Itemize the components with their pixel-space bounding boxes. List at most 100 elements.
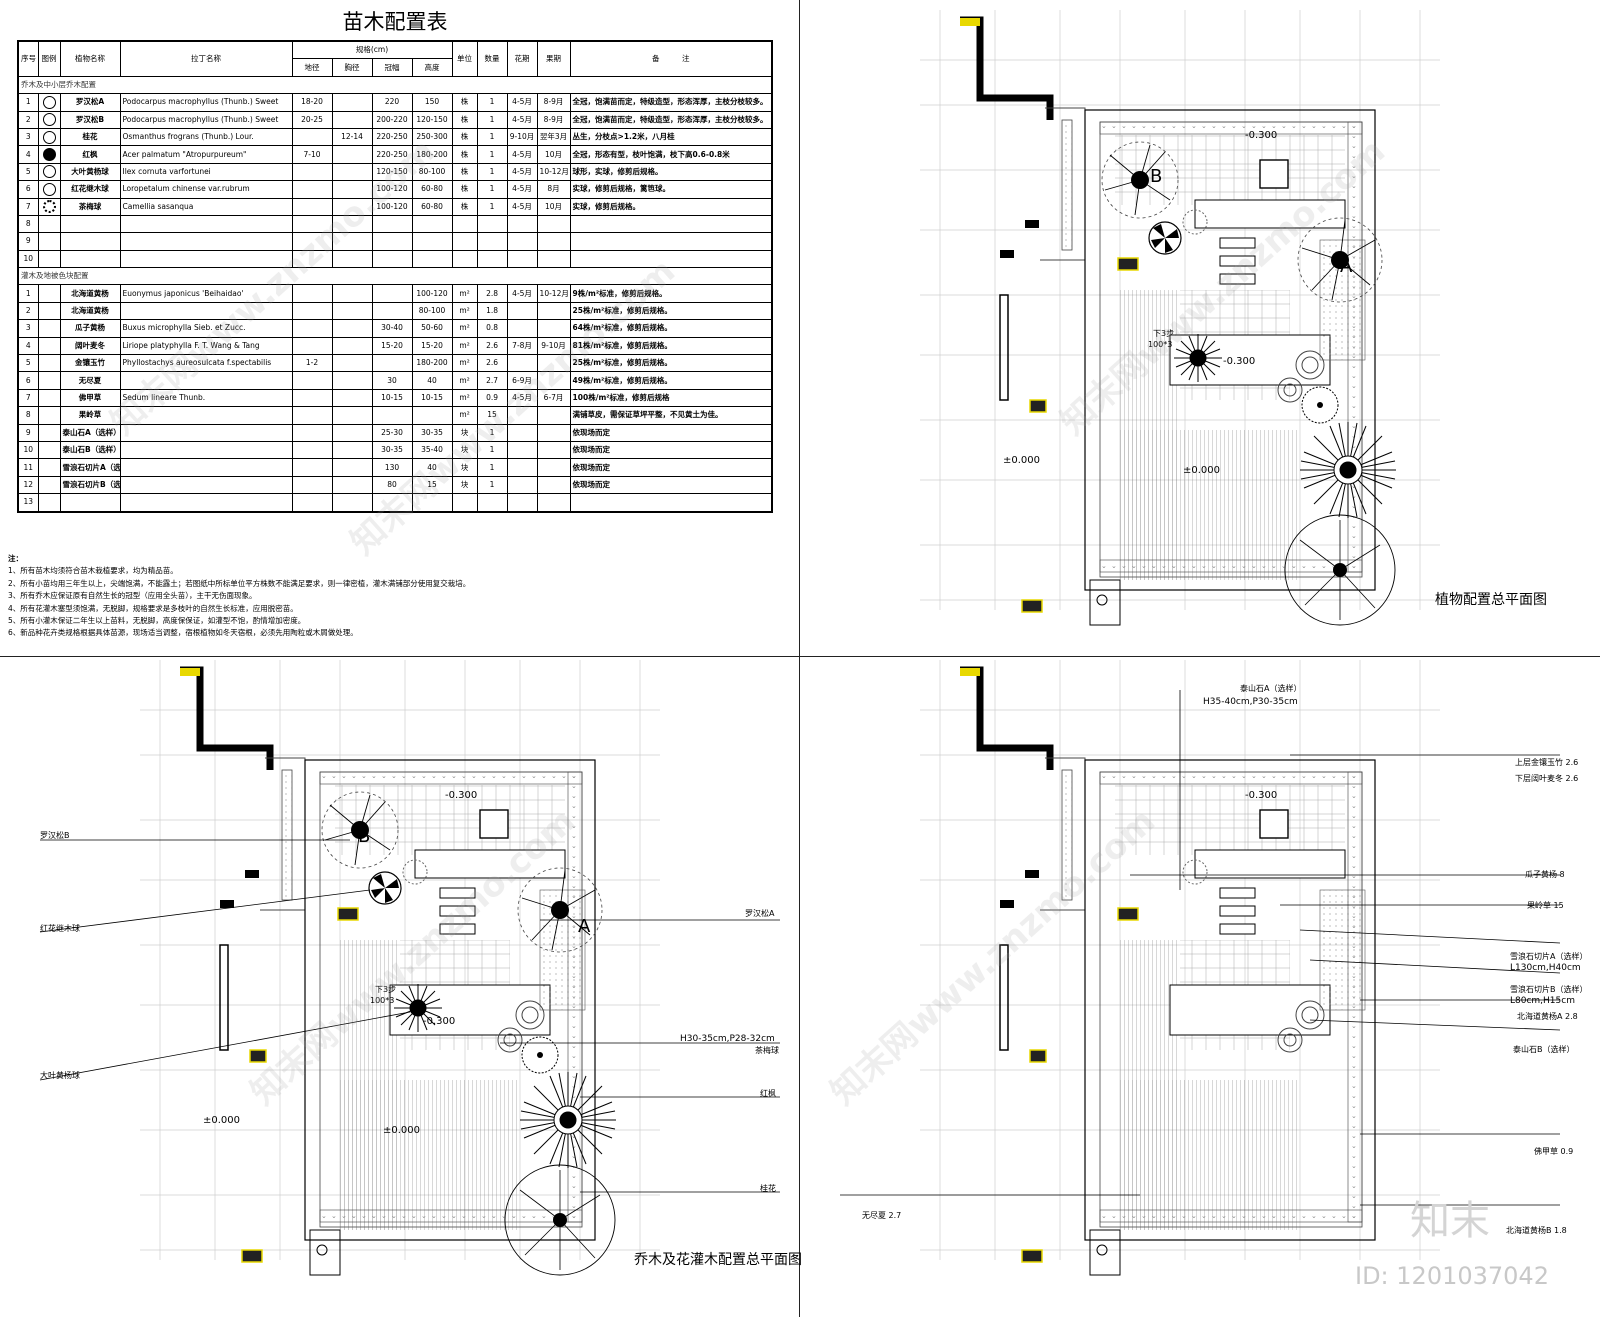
schedule-cell (476, 214, 508, 234)
note-line: 4、所有花灌木塞型须饱满，无脱脚，规格要求是多枝叶的自然生长标准，应用脱密苗。 (8, 603, 298, 613)
schedule-cell: 220 (371, 93, 413, 112)
schedule-cell: 乔木及中小层乔木配置 (18, 75, 772, 95)
schedule-cell (371, 232, 413, 251)
schedule-cell: 植物名称 (59, 40, 121, 77)
schedule-cell (536, 423, 571, 442)
schedule-cell (331, 354, 373, 373)
schedule-cell (536, 301, 571, 321)
schedule-cell (506, 475, 538, 495)
schedule-cell: 40 (411, 371, 453, 390)
callout-luohansong-a: 罗汉松A (745, 909, 775, 918)
schedule-cell (37, 301, 61, 321)
schedule-cell (536, 249, 571, 269)
schedule-cell (331, 336, 373, 356)
schedule-cell (119, 475, 293, 495)
schedule-cell (291, 475, 333, 495)
schedule-cell (37, 249, 61, 269)
schedule-cell (506, 440, 538, 460)
schedule-cell: 桂花 (59, 127, 121, 147)
schedule-cell (451, 249, 478, 269)
schedule-cell: 序号 (17, 40, 39, 77)
schedule-cell: 200-220 (371, 110, 413, 129)
schedule-cell: 大叶黄杨球 (59, 162, 121, 182)
schedule-cell (37, 371, 61, 390)
plan3-top-callout-name: 泰山石A（选样） (1240, 684, 1302, 693)
schedule-cell (506, 458, 538, 477)
schedule-cell: Ilex cornuta varfortunei (119, 162, 293, 182)
callout-spec: H30-35cm,P28-32cm (680, 1034, 775, 1044)
schedule-cell: 阔叶麦冬 (59, 336, 121, 356)
schedule-cell: m² (451, 301, 478, 321)
plant-legend-icon (42, 95, 56, 109)
schedule-cell: 罗汉松B (59, 110, 121, 129)
schedule-cell: 无尽夏 (59, 371, 121, 390)
schedule-cell (37, 232, 61, 251)
schedule-cell: 冠幅 (371, 58, 413, 77)
schedule-cell: 数量 (476, 40, 508, 77)
schedule-cell: 7 (17, 197, 39, 216)
schedule-cell (411, 406, 453, 425)
schedule-cell: 金镶玉竹 (59, 354, 121, 373)
schedule-cell (331, 145, 373, 164)
schedule-cell: 30-40 (371, 319, 413, 338)
schedule-cell (451, 232, 478, 251)
schedule-cell: 依现场而定 (569, 423, 773, 442)
schedule-cell: 泰山石B（选样） (59, 440, 121, 460)
schedule-cell (37, 493, 61, 513)
schedule-cell (37, 406, 61, 425)
schedule-cell (291, 493, 333, 513)
schedule-cell: 1 (17, 284, 39, 303)
schedule-cell (37, 284, 61, 303)
schedule-cell (331, 406, 373, 425)
schedule-cell: Podocarpus macrophyllus (Thunb.) Sweet (119, 93, 293, 112)
callout-guolingcao: 果岭草 15 (1527, 901, 1564, 910)
schedule-cell (37, 440, 61, 460)
schedule-cell: m² (451, 284, 478, 303)
callout-beihaidao-a: 北海道黄杨A 2.8 (1517, 1012, 1578, 1021)
schedule-cell (569, 493, 773, 513)
schedule-cell (411, 249, 453, 269)
plan2-level-4: ±0.000 (383, 1125, 421, 1136)
schedule-cell (371, 354, 413, 373)
schedule-cell: 红枫 (59, 145, 121, 164)
schedule-cell: 4-5月 (506, 180, 538, 199)
schedule-cell: 4-5月 (506, 110, 538, 129)
schedule-title: 苗木配置表 (342, 10, 448, 34)
schedule-cell: Camellia sasanqua (119, 197, 293, 216)
schedule-cell: 茶梅球 (59, 197, 121, 216)
schedule-cell (59, 493, 121, 513)
schedule-cell (331, 458, 373, 477)
schedule-cell (331, 110, 373, 129)
schedule-cell (119, 232, 293, 251)
schedule-cell (451, 214, 478, 234)
schedule-cell: 30-35 (371, 440, 413, 460)
schedule-cell: 9 (17, 423, 39, 442)
schedule-cell (291, 180, 333, 199)
schedule-cell (476, 493, 508, 513)
note-line: 6、新品种花卉类规格根据具体苗源，现场适当调整，宿根植物如冬天宿根，必须先用陶粒… (8, 628, 358, 638)
schedule-cell: 株 (451, 162, 478, 182)
schedule-row: 9 (17, 232, 773, 251)
callout-chamei: 茶梅球 (755, 1046, 779, 1055)
schedule-cell (119, 440, 293, 460)
horizontal-divider (0, 656, 1600, 657)
schedule-cell: 株 (451, 93, 478, 112)
schedule-cell (59, 232, 121, 251)
plan2-label-a: A (578, 916, 591, 937)
schedule-cell: m² (451, 319, 478, 338)
schedule-cell: 15 (411, 475, 453, 495)
schedule-cell: m² (451, 371, 478, 390)
schedule-cell: 1 (476, 145, 508, 164)
schedule-cell (291, 319, 333, 338)
schedule-cell: Loropetalum chinense var.rubrum (119, 180, 293, 199)
schedule-cell: 2 (17, 110, 39, 129)
plan2-caption: 乔木及花灌木配置总平面图 (634, 1252, 802, 1268)
schedule-cell: 泰山石A（选样） (59, 423, 121, 442)
schedule-cell (371, 406, 413, 425)
schedule-cell: 1 (476, 475, 508, 495)
schedule-cell (119, 493, 293, 513)
